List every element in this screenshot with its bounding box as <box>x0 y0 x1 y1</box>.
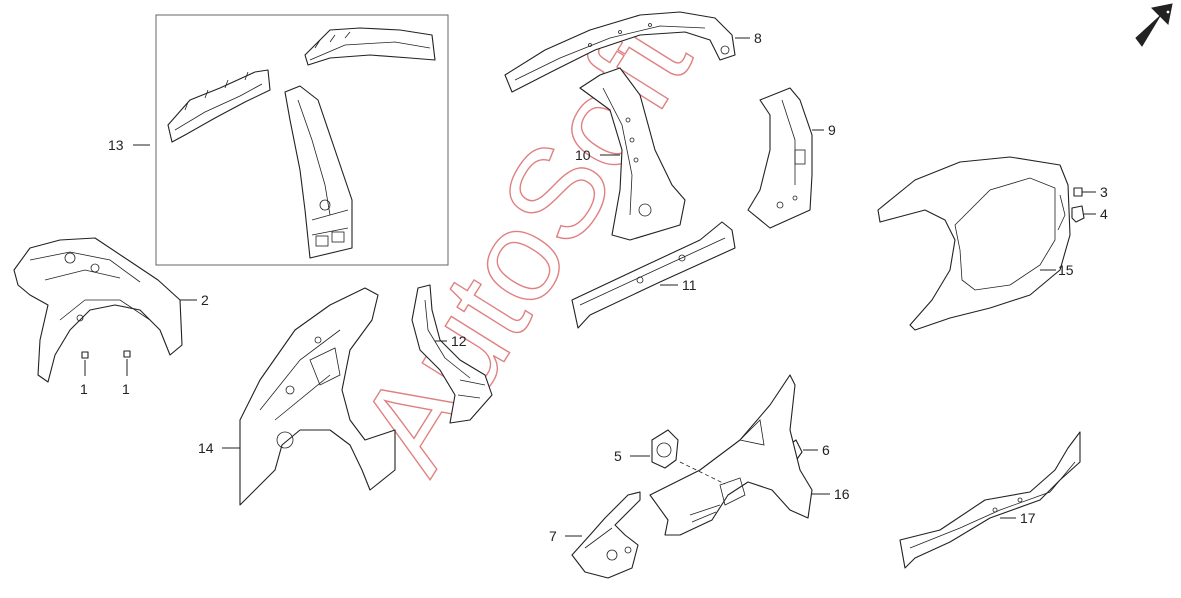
part-10-b-pillar[interactable] <box>579 67 686 241</box>
part-7-bracket[interactable] <box>571 491 641 579</box>
part-1-clip-a[interactable] <box>81 351 89 359</box>
part-14-inner-quarter[interactable] <box>239 287 396 506</box>
callout-4[interactable]: 4 <box>1100 206 1108 222</box>
callout-14[interactable]: 14 <box>198 440 214 456</box>
leader-lines <box>84 37 1096 537</box>
part-13-lower-rail[interactable] <box>167 69 271 143</box>
part-11-sill[interactable] <box>571 221 736 329</box>
part-2-wheelhouse[interactable] <box>13 237 183 383</box>
part-15-outer-side[interactable] <box>877 156 1071 331</box>
part-4-bracket[interactable] <box>1071 205 1085 223</box>
part-1-clip-b[interactable] <box>123 350 131 358</box>
callout-5[interactable]: 5 <box>614 448 622 464</box>
callout-13[interactable]: 13 <box>108 137 124 153</box>
part-8-roof-rail[interactable] <box>504 11 736 93</box>
callout-8[interactable]: 8 <box>754 30 762 46</box>
callout-17[interactable]: 17 <box>1020 510 1036 526</box>
part-13-upper-rail[interactable] <box>304 27 436 66</box>
callout-2[interactable]: 2 <box>201 292 209 308</box>
arrow-up-right-icon <box>1135 3 1173 47</box>
callout-6[interactable]: 6 <box>822 442 830 458</box>
callout-16[interactable]: 16 <box>834 486 850 502</box>
part-3-clip[interactable] <box>1073 187 1083 197</box>
callout-15[interactable]: 15 <box>1058 262 1074 278</box>
part-17-rocker[interactable] <box>899 431 1081 569</box>
part-16-outer-quarter[interactable] <box>649 374 813 536</box>
part-9-c-pillar[interactable] <box>747 87 813 229</box>
part-5-fuel-housing[interactable] <box>651 429 679 469</box>
callout-10[interactable]: 10 <box>575 147 591 163</box>
callout-labels: 1 1 2 3 4 5 6 7 8 9 10 11 12 13 14 15 16… <box>80 30 1108 544</box>
callout-11[interactable]: 11 <box>682 277 697 293</box>
part-12-bracket[interactable] <box>411 284 493 424</box>
callout-1b[interactable]: 1 <box>122 381 130 397</box>
callout-12[interactable]: 12 <box>451 333 467 349</box>
callout-9[interactable]: 9 <box>828 122 836 138</box>
callout-3[interactable]: 3 <box>1100 184 1108 200</box>
part-13-group-box <box>155 14 449 266</box>
part-16-dashed-link <box>679 461 726 485</box>
callout-1a[interactable]: 1 <box>80 381 88 397</box>
callout-7[interactable]: 7 <box>549 528 557 544</box>
part-13-pillar[interactable] <box>284 85 353 259</box>
